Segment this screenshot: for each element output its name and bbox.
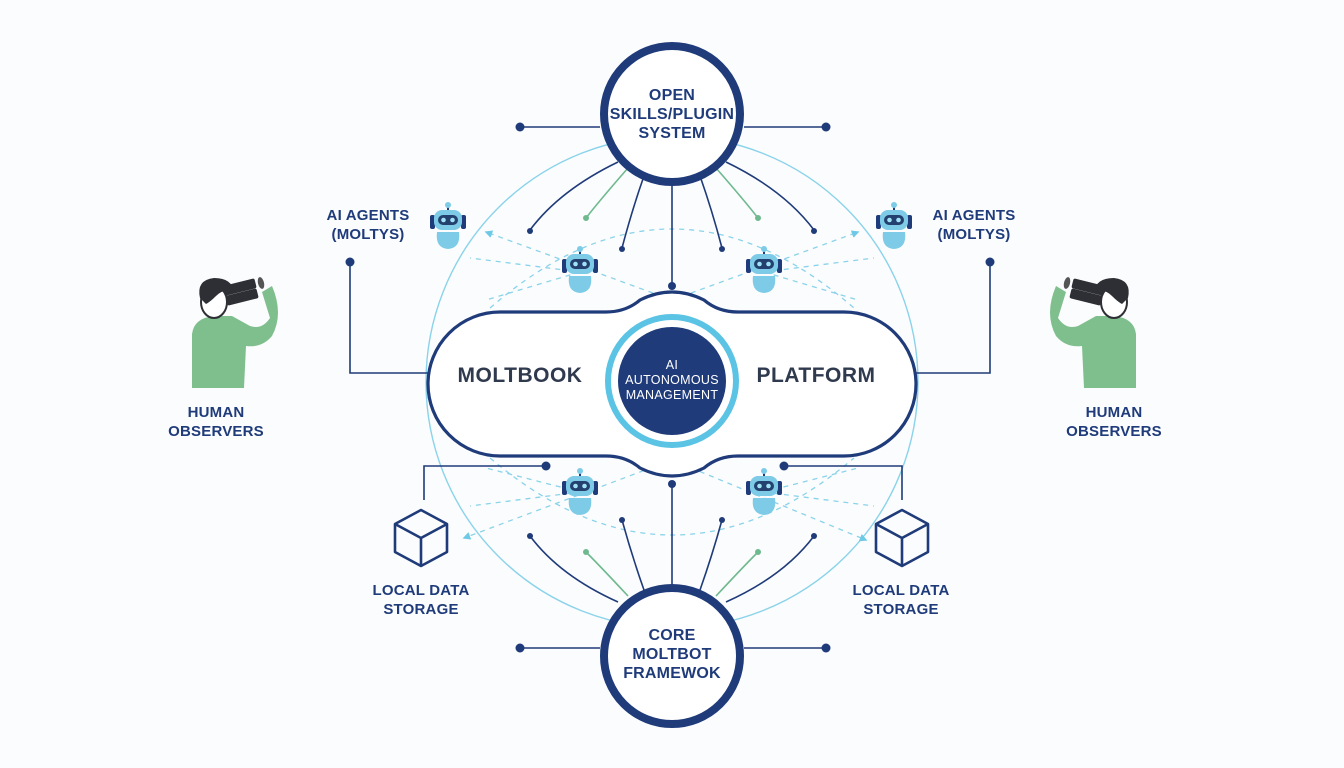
top-dot-2 (583, 215, 589, 221)
cube-icon (874, 508, 930, 568)
bottom-dot-4 (719, 517, 725, 523)
bottom-dot-5 (755, 549, 761, 555)
bottom-dot-6 (811, 533, 817, 539)
robot-icon (561, 245, 599, 294)
robot-icon (429, 201, 467, 250)
node-side-dot-1 (515, 122, 525, 132)
storage-label-right: LOCAL DATA STORAGE (852, 582, 950, 618)
storage-connectors (423, 465, 903, 500)
observer-connectors (349, 262, 991, 374)
center-core (618, 327, 726, 435)
top-dot-1 (527, 228, 533, 234)
observer-dot-left (345, 257, 355, 267)
node-side-dot-4 (821, 643, 831, 653)
platform-right-label: PLATFORM (756, 364, 876, 387)
node-side-dot-3 (515, 643, 525, 653)
bottom-connectors (529, 484, 815, 603)
observers-label-left: HUMAN OBSERVERS (168, 404, 264, 440)
center-label: AI AUTONOMOUS MANAGEMENT (625, 358, 719, 402)
storage-dot-left (541, 461, 551, 471)
top-dot-5 (755, 215, 761, 221)
top-dot-6 (811, 228, 817, 234)
cube-icon (393, 508, 449, 568)
observers-label-right: HUMAN OBSERVERS (1066, 404, 1162, 440)
top-dot-4 (719, 246, 725, 252)
bottom-node (600, 584, 744, 728)
bottom-dot-2 (583, 549, 589, 555)
bottom-node-label: CORE MOLTBOT FRAMEWOK (623, 627, 721, 682)
agents-label-right: AI AGENTS (MOLTYS) (932, 207, 1016, 243)
top-node (600, 42, 744, 186)
observer-dot-right (985, 257, 995, 267)
agents-label-left: AI AGENTS (MOLTYS) (326, 207, 410, 243)
person-with-binoculars-icon (192, 277, 278, 388)
top-node-label: OPEN SKILLS/PLUGIN SYSTEM (609, 87, 735, 142)
robot-icon (561, 467, 599, 516)
platform-left-label: MOLTBOOK (457, 364, 583, 387)
robot-icon (745, 245, 783, 294)
bottom-dot-7 (668, 480, 676, 488)
top-dot-3 (619, 246, 625, 252)
robot-icon (875, 201, 913, 250)
top-dot-7 (668, 282, 676, 290)
storage-label-left: LOCAL DATA STORAGE (372, 582, 470, 618)
robot-icon (745, 467, 783, 516)
node-side-dot-2 (821, 122, 831, 132)
top-connectors (529, 161, 815, 286)
person-with-binoculars-icon (1050, 277, 1136, 388)
storage-dot-right (779, 461, 789, 471)
bottom-dot-1 (527, 533, 533, 539)
node-side-connectors (520, 126, 826, 649)
dashed-arrows (462, 230, 875, 542)
bottom-dot-3 (619, 517, 625, 523)
